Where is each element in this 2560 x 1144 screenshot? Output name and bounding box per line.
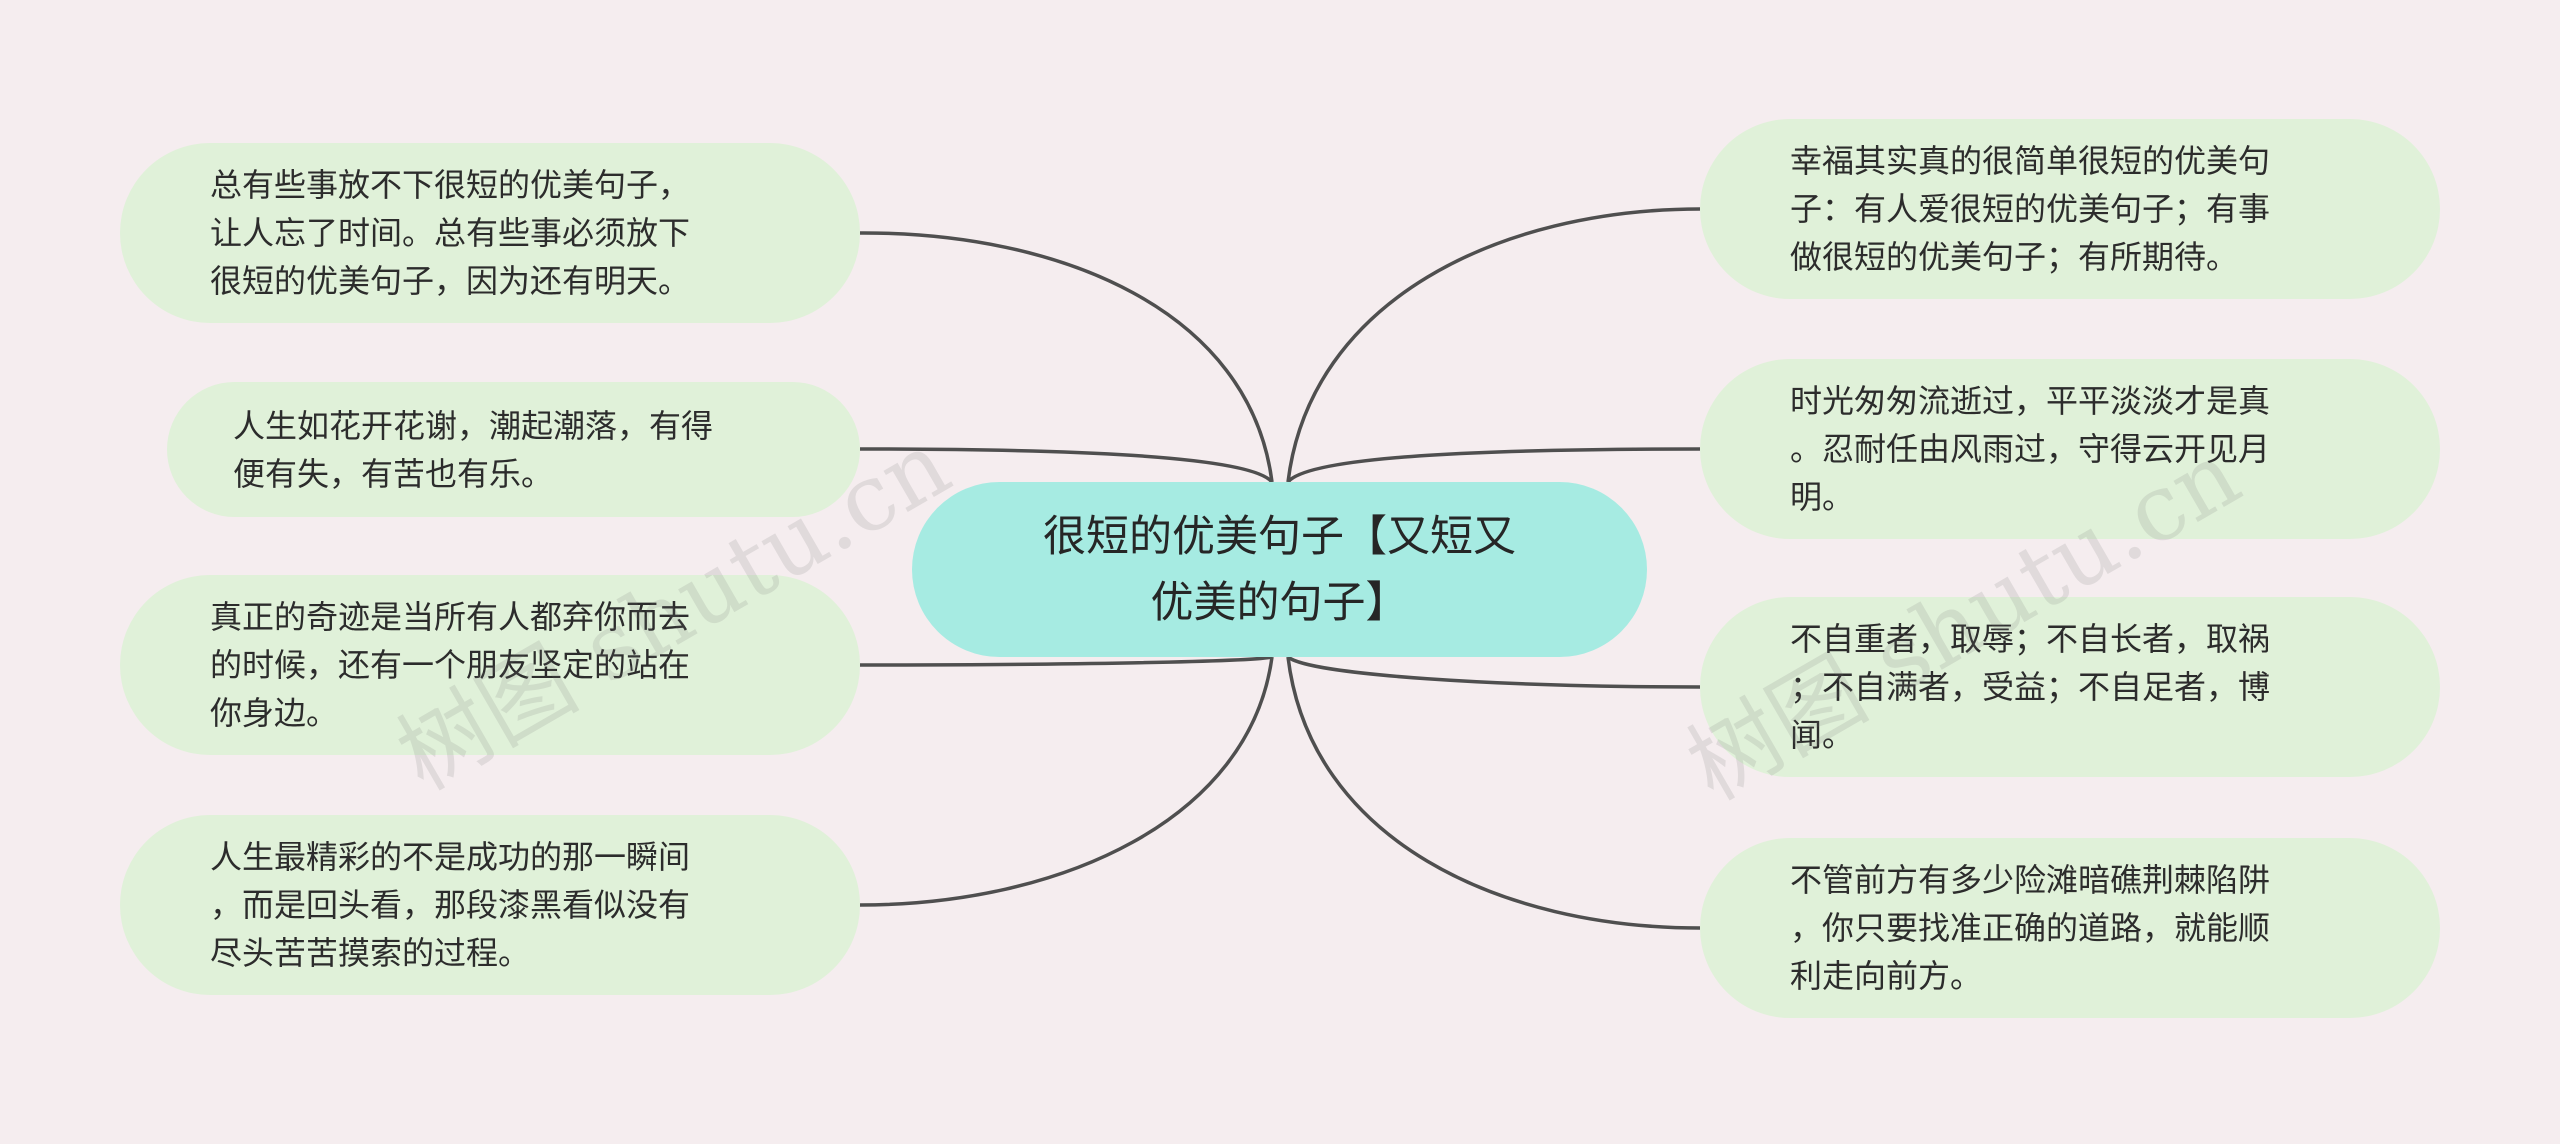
branch-node-right-1[interactable]: 幸福其实真的很简单很短的优美句 子：有人爱很短的优美句子；有事 做很短的优美句子…: [1700, 119, 2440, 299]
branch-node-left-3[interactable]: 真正的奇迹是当所有人都弃你而去 的时候，还有一个朋友坚定的站在 你身边。: [120, 575, 860, 755]
branch-node-text: 真正的奇迹是当所有人都弃你而去 的时候，还有一个朋友坚定的站在 你身边。: [210, 598, 691, 732]
branch-node-left-1[interactable]: 总有些事放不下很短的优美句子， 让人忘了时间。总有些事必须放下 很短的优美句子，…: [120, 143, 860, 323]
branch-node-text: 不自重者，取辱；不自长者，取祸 ；不自满者，受益；不自足者，博 闻。: [1790, 620, 2271, 754]
connector-left-2: [859, 447, 1274, 484]
connector-right-4: [1286, 656, 1701, 930]
branch-node-text: 总有些事放不下很短的优美句子， 让人忘了时间。总有些事必须放下 很短的优美句子，…: [210, 166, 691, 300]
connector-left-4: [859, 656, 1274, 907]
connector-left-3: [859, 655, 1273, 667]
branch-node-text: 人生最精彩的不是成功的那一瞬间 ，而是回头看，那段漆黑看似没有 尽头苦苦摸索的过…: [210, 838, 691, 972]
branch-node-left-2[interactable]: 人生如花开花谢，潮起潮落，有得 便有失，有苦也有乐。: [167, 382, 860, 517]
connector-right-2: [1286, 447, 1701, 484]
branch-node-right-4[interactable]: 不管前方有多少险滩暗礁荆棘陷阱 ，你只要找准正确的道路，就能顺 利走向前方。: [1700, 838, 2440, 1018]
branch-node-text: 时光匆匆流逝过，平平淡淡才是真 。忍耐任由风雨过，守得云开见月 明。: [1790, 382, 2271, 516]
branch-node-right-3[interactable]: 不自重者，取辱；不自长者，取祸 ；不自满者，受益；不自足者，博 闻。: [1700, 597, 2440, 777]
central-topic-node[interactable]: 很短的优美句子【又短又 优美的句子】: [912, 482, 1647, 657]
branch-node-right-2[interactable]: 时光匆匆流逝过，平平淡淡才是真 。忍耐任由风雨过，守得云开见月 明。: [1700, 359, 2440, 539]
branch-node-text: 人生如花开花谢，潮起潮落，有得 便有失，有苦也有乐。: [233, 406, 714, 493]
central-topic-text: 很短的优美句子【又短又 优美的句子】: [1043, 511, 1516, 628]
connector-left-1: [859, 231, 1274, 483]
branch-node-text: 不管前方有多少险滩暗礁荆棘陷阱 ，你只要找准正确的道路，就能顺 利走向前方。: [1790, 861, 2271, 995]
connector-right-3: [1286, 655, 1701, 689]
branch-node-text: 幸福其实真的很简单很短的优美句 子：有人爱很短的优美句子；有事 做很短的优美句子…: [1790, 142, 2271, 276]
branch-node-left-4[interactable]: 人生最精彩的不是成功的那一瞬间 ，而是回头看，那段漆黑看似没有 尽头苦苦摸索的过…: [120, 815, 860, 995]
connector-right-1: [1286, 207, 1701, 483]
